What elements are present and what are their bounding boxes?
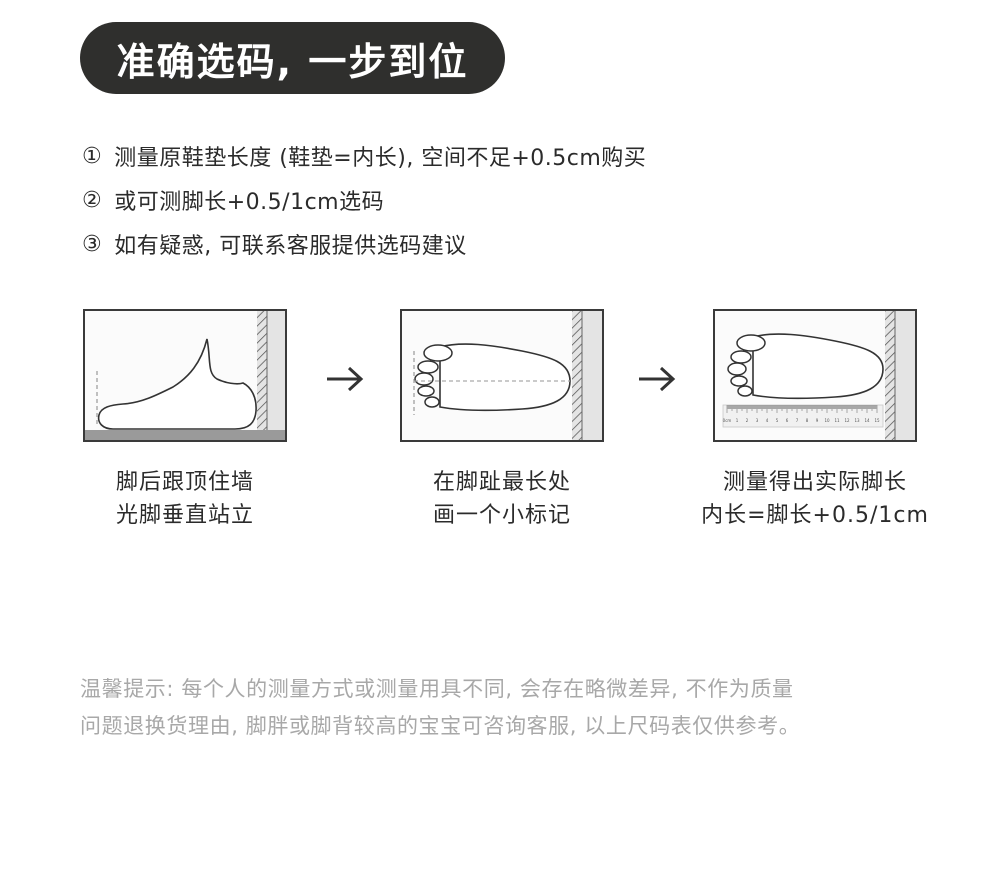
ruler-label: 8 xyxy=(806,418,809,423)
ruler-label: 2 xyxy=(746,418,749,423)
caption-1: 脚后跟顶住墙 光脚垂直站立 xyxy=(83,466,287,532)
caption-line: 脚后跟顶住墙 xyxy=(115,470,254,495)
step-number: ① xyxy=(82,143,103,169)
arrow-right-icon xyxy=(327,366,364,392)
title-badge: 准确选码, 一步到位 xyxy=(80,22,505,94)
ruler-label: 9 xyxy=(816,418,819,423)
caption-line: 画一个小标记 xyxy=(432,503,571,528)
step-3: ③ 如有疑惑, 可联系客服提供选码建议 xyxy=(82,222,646,266)
step-number: ② xyxy=(82,187,103,213)
step-text: 如有疑惑, 可联系客服提供选码建议 xyxy=(114,234,467,259)
ruler-label: 0cm xyxy=(723,418,732,423)
step-number: ③ xyxy=(82,231,103,257)
arrow-right-icon xyxy=(639,366,676,392)
ruler-label: 12 xyxy=(844,418,850,423)
foot-top-view-mark-icon xyxy=(402,311,602,440)
ruler-label: 6 xyxy=(786,418,789,423)
step-text: 测量原鞋垫长度 (鞋垫=内长), 空间不足+0.5cm购买 xyxy=(114,146,647,171)
ruler-label: 5 xyxy=(776,418,779,423)
steps-list: ① 测量原鞋垫长度 (鞋垫=内长), 空间不足+0.5cm购买 ② 或可测脚长+… xyxy=(82,134,646,266)
tip-line-2: 问题退换货理由, 脚胖或脚背较高的宝宝可咨询客服, 以上尺码表仅供参考。 xyxy=(80,714,801,738)
ruler-label: 3 xyxy=(756,418,759,423)
ruler-label: 4 xyxy=(766,418,769,423)
caption-line: 在脚趾最长处 xyxy=(432,470,571,495)
caption-2: 在脚趾最长处 画一个小标记 xyxy=(400,466,604,532)
ruler-label: 1 xyxy=(736,418,739,423)
step-text: 或可测脚长+0.5/1cm选码 xyxy=(114,190,385,215)
ruler-label: 11 xyxy=(834,418,840,423)
ruler-label: 7 xyxy=(796,418,799,423)
foot-side-view-icon xyxy=(85,311,285,440)
warm-tip: 温馨提示: 每个人的测量方式或测量用具不同, 会存在略微差异, 不作为质量 问题… xyxy=(80,671,940,745)
caption-line: 光脚垂直站立 xyxy=(115,503,254,528)
ruler-label: 13 xyxy=(854,418,860,423)
illustration-panel-1 xyxy=(83,309,287,442)
illustration-panel-2 xyxy=(400,309,604,442)
ruler-label: 15 xyxy=(874,418,880,423)
tip-line-1: 温馨提示: 每个人的测量方式或测量用具不同, 会存在略微差异, 不作为质量 xyxy=(80,677,794,701)
caption-line: 内长=脚长+0.5/1cm xyxy=(701,503,929,528)
caption-3: 测量得出实际脚长 内长=脚长+0.5/1cm xyxy=(690,466,940,532)
page-title: 准确选码, 一步到位 xyxy=(116,39,469,84)
ruler-label: 10 xyxy=(824,418,830,423)
step-1: ① 测量原鞋垫长度 (鞋垫=内长), 空间不足+0.5cm购买 xyxy=(82,134,646,178)
ruler-label: 14 xyxy=(864,418,870,423)
caption-line: 测量得出实际脚长 xyxy=(722,470,907,495)
step-2: ② 或可测脚长+0.5/1cm选码 xyxy=(82,178,646,222)
